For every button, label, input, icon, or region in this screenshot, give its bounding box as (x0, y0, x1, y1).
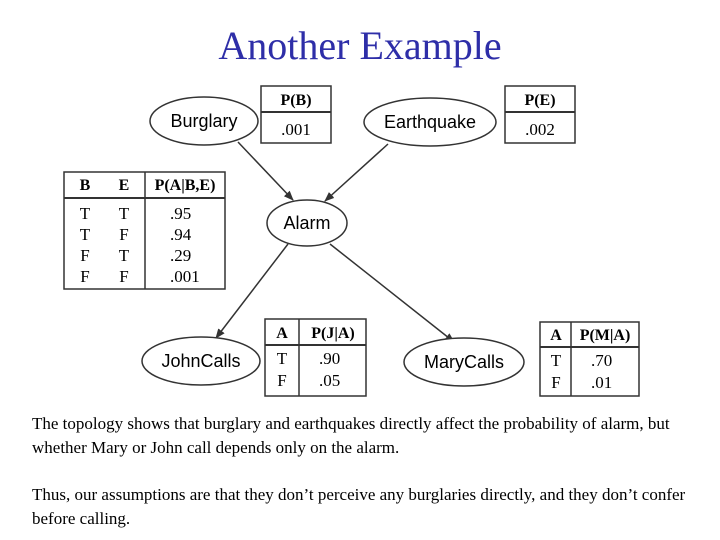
cpt-earthquake-value: .002 (525, 120, 555, 139)
cpt-marycalls-cell: F (551, 373, 560, 392)
cpt-johncalls-cell: .05 (319, 371, 340, 390)
cpt-alarm-cell: T (119, 204, 130, 223)
node-earthquake: Earthquake (363, 97, 497, 147)
cpt-marycalls-cell: .01 (591, 373, 612, 392)
node-burglary-label: Burglary (170, 111, 237, 131)
explanation-paragraph-assumptions: Thus, our assumptions are that they don’… (32, 485, 686, 528)
cpt-alarm-cell: T (80, 225, 91, 244)
cpt-alarm-cell: F (80, 246, 89, 265)
cpt-alarm-header-b: B (80, 177, 91, 194)
cpt-alarm-header-e: E (119, 177, 130, 194)
slide-title: Another Example (218, 23, 502, 68)
cpt-alarm-cell: T (119, 246, 130, 265)
cpt-marycalls: A P(M|A) T .70 F .01 (539, 321, 640, 397)
edge-earthquake-alarm (324, 143, 389, 202)
node-earthquake-label: Earthquake (384, 112, 476, 132)
cpt-alarm-cell: F (119, 267, 128, 286)
cpt-alarm-header-p: P(A|B,E) (155, 177, 216, 194)
cpt-alarm-cell: .29 (170, 246, 191, 265)
cpt-alarm-cell: F (119, 225, 128, 244)
cpt-alarm-cell: .95 (170, 204, 191, 223)
cpt-burglary-header: P(B) (280, 92, 311, 109)
cpt-burglary: P(B) .001 (260, 85, 332, 144)
node-burglary: Burglary (149, 96, 259, 146)
cpt-earthquake: P(E) .002 (504, 85, 576, 144)
cpt-alarm-cell: T (80, 204, 91, 223)
node-johncalls: JohnCalls (141, 336, 261, 386)
cpt-marycalls-cell: T (551, 351, 562, 370)
cpt-marycalls-header-p: P(M|A) (580, 327, 631, 344)
cpt-marycalls-header-a: A (550, 327, 562, 344)
cpt-earthquake-header: P(E) (524, 92, 555, 109)
edge-alarm-johncalls (215, 243, 289, 339)
cpt-johncalls-header-p: P(J|A) (311, 325, 355, 342)
cpt-alarm-cell: .94 (170, 225, 192, 244)
cpt-johncalls: A P(J|A) T .90 F .05 (264, 318, 367, 397)
explanation-paragraph-topology: The topology shows that burglary and ear… (32, 414, 670, 457)
cpt-johncalls-cell: .90 (319, 349, 340, 368)
node-alarm: Alarm (266, 199, 348, 247)
cpt-burglary-value: .001 (281, 120, 311, 139)
cpt-alarm-cell: .001 (170, 267, 200, 286)
cpt-johncalls-header-a: A (276, 325, 288, 342)
edge-burglary-alarm (237, 141, 294, 201)
node-marycalls-label: MaryCalls (424, 352, 504, 372)
cpt-marycalls-cell: .70 (591, 351, 612, 370)
node-johncalls-label: JohnCalls (161, 351, 240, 371)
cpt-johncalls-cell: T (277, 349, 288, 368)
cpt-alarm-cell: F (80, 267, 89, 286)
edge-alarm-marycalls (329, 243, 455, 343)
node-marycalls: MaryCalls (403, 337, 525, 387)
cpt-johncalls-cell: F (277, 371, 286, 390)
cpt-alarm: B E P(A|B,E) T T .95 T F .94 F T .29 F F… (63, 171, 226, 290)
node-alarm-label: Alarm (283, 213, 330, 233)
